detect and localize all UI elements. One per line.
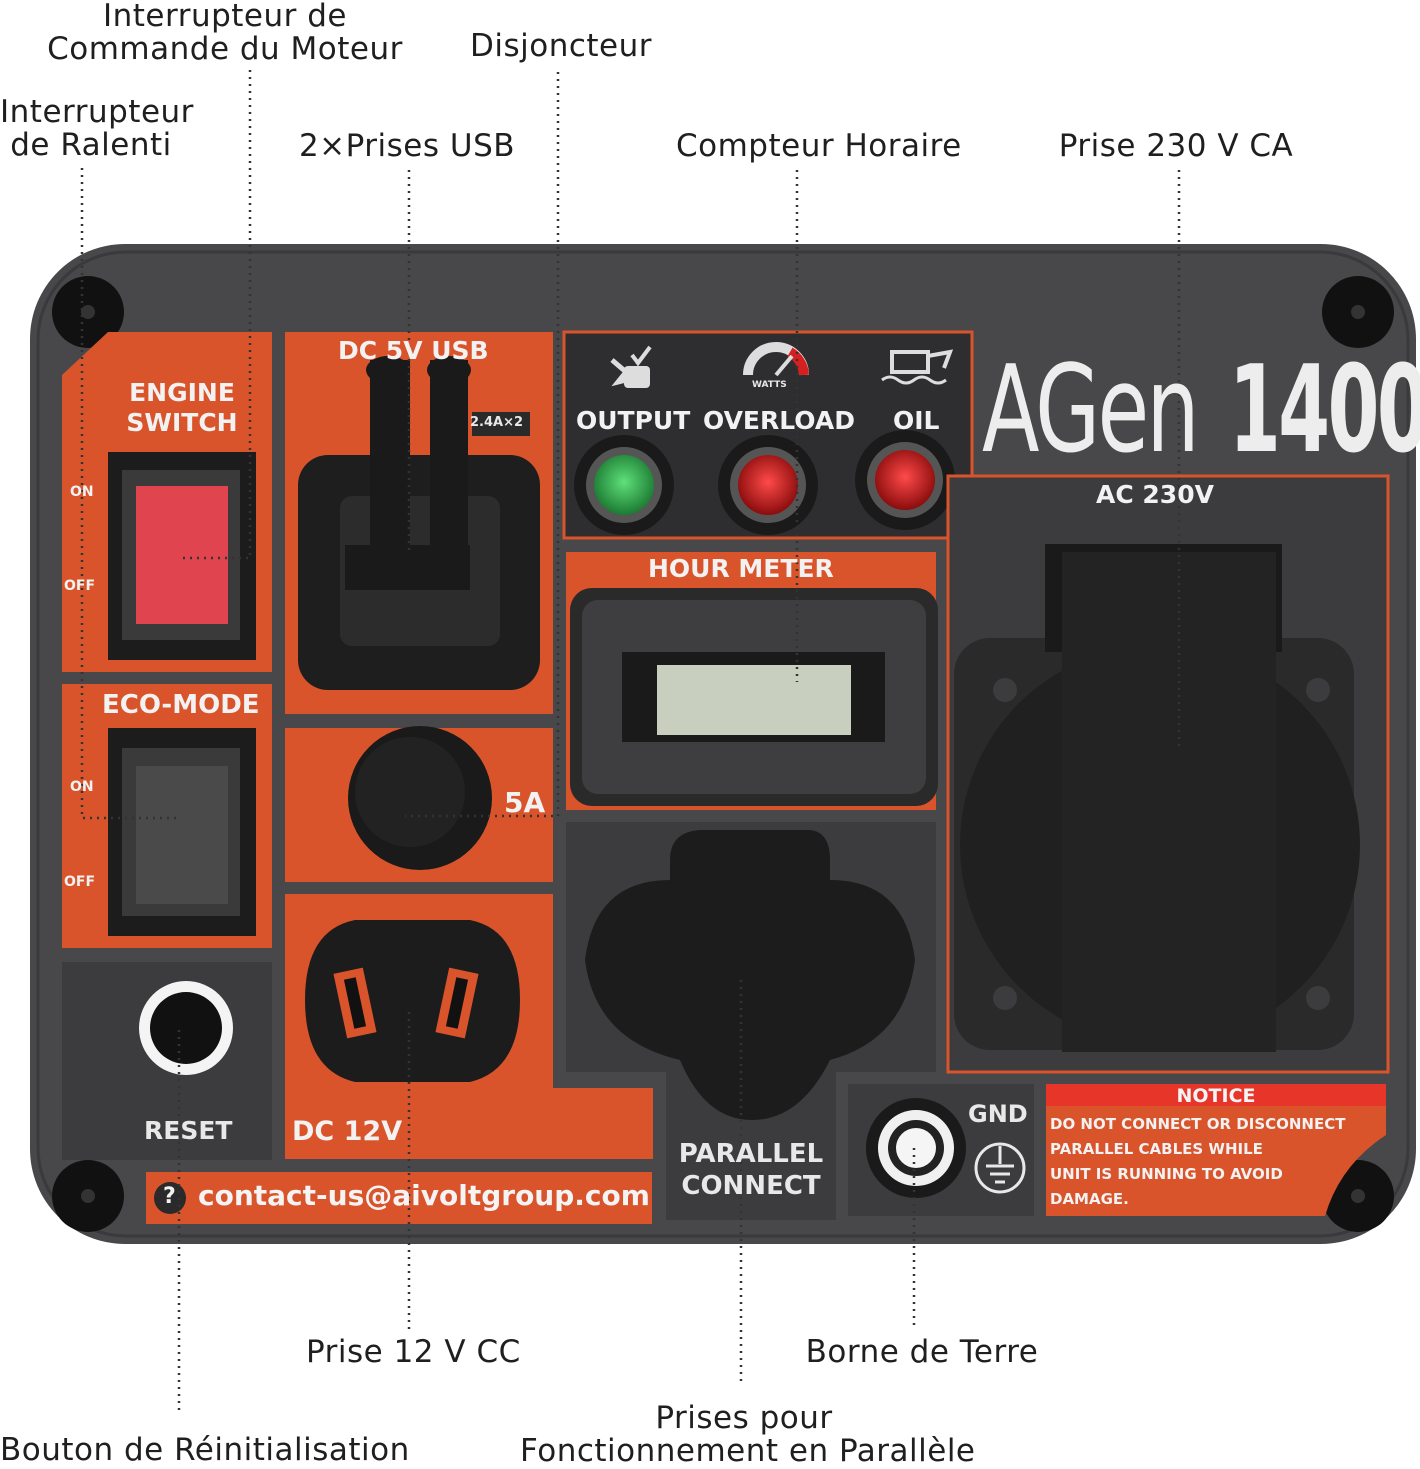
callout-idle-switch-line2: de Ralenti xyxy=(10,127,172,163)
engine-switch-label: ENGINE SWITCH xyxy=(92,378,272,438)
contact-icon: ? xyxy=(163,1184,176,1209)
callout-engine-switch-line1: Interrupteur de xyxy=(102,0,347,34)
oil-can-icon xyxy=(881,349,954,385)
contact-strip xyxy=(146,1172,652,1224)
callout-hour-meter: Compteur Horaire xyxy=(676,128,962,164)
reset-label: RESET xyxy=(144,1116,233,1145)
model-name-bold: 1400 xyxy=(1228,341,1420,480)
usb-rating: 2.4A×2 xyxy=(470,415,524,430)
notice-line: PARALLEL CABLES WHILE xyxy=(1050,1140,1263,1158)
callout-dc-outlet: Prise 12 V CC xyxy=(306,1334,521,1370)
callout-engine-switch-line2: Commande du Moteur xyxy=(47,31,403,67)
model-name-light: AGen xyxy=(982,341,1200,480)
notice-title: NOTICE xyxy=(1176,1085,1256,1107)
notice-block xyxy=(1046,1084,1386,1216)
parallel-port-cover[interactable] xyxy=(585,830,915,1120)
gnd-label: GND xyxy=(968,1100,1028,1128)
callout-idle-switch-line1: Interrupteur xyxy=(0,94,194,130)
hour-meter-lcd xyxy=(657,665,851,735)
eco-off-label: OFF xyxy=(64,874,96,890)
engine-switch-label-line1: ENGINE xyxy=(129,378,235,407)
ground-symbol-icon xyxy=(974,1142,1026,1194)
callout-reset: Bouton de Réinitialisation xyxy=(0,1432,410,1468)
parallel-label: PARALLEL CONNECT xyxy=(666,1138,836,1202)
ac-label: AC 230V xyxy=(1096,480,1214,509)
parallel-label-line2: CONNECT xyxy=(681,1171,821,1201)
dc-outlet[interactable] xyxy=(305,920,520,1082)
hour-meter-label: HOUR METER xyxy=(648,554,834,583)
engine-switch-label-line2: SWITCH xyxy=(126,408,238,437)
watts-gauge-icon xyxy=(743,342,809,377)
eco-mode-label: ECO-MODE xyxy=(102,690,260,720)
indicator-output-label: OUTPUT xyxy=(576,406,691,435)
callout-parallel: Prises pour Fonctionnement en Parallèle xyxy=(520,1400,976,1469)
contact-email: contact-us@aivoltgroup.com xyxy=(198,1179,650,1212)
eco-on-label: ON xyxy=(70,779,94,795)
notice-text: DO NOT CONNECT OR DISCONNECT PARALLEL CA… xyxy=(1050,1112,1345,1212)
output-plug-icon xyxy=(610,345,652,388)
callout-breaker: Disjoncteur xyxy=(470,28,653,64)
usb-label: DC 5V USB xyxy=(338,336,489,365)
callout-ac-outlet: Prise 230 V CA xyxy=(1058,128,1294,164)
callout-parallel-line1: Prises pour xyxy=(655,1400,833,1436)
parallel-label-line1: PARALLEL xyxy=(678,1139,824,1169)
oil-led xyxy=(855,430,955,530)
notice-line: UNIT IS RUNNING TO AVOID xyxy=(1050,1165,1283,1183)
output-led xyxy=(574,435,674,535)
breaker-rating: 5A xyxy=(504,786,546,819)
engine-on-label: ON xyxy=(70,484,94,500)
callout-engine-switch: Interrupteur de Commande du Moteur xyxy=(40,0,410,66)
notice-line: DO NOT CONNECT OR DISCONNECT xyxy=(1050,1115,1346,1133)
callout-usb: 2×Prises USB xyxy=(298,128,516,164)
callout-ground: Borne de Terre xyxy=(805,1334,1039,1370)
overload-led xyxy=(718,435,818,535)
engine-off-label: OFF xyxy=(64,578,96,594)
callout-idle-switch: Interrupteur de Ralenti xyxy=(0,94,194,163)
callout-parallel-line2: Fonctionnement en Parallèle xyxy=(520,1433,976,1469)
leader-lines xyxy=(80,70,1181,1412)
indicator-overload-label: OVERLOAD xyxy=(703,406,855,435)
notice-line: DAMAGE. xyxy=(1050,1190,1129,1208)
indicator-oil-label: OIL xyxy=(893,406,940,435)
dc-label: DC 12V xyxy=(292,1116,403,1147)
watts-label: WATTS xyxy=(752,380,787,390)
